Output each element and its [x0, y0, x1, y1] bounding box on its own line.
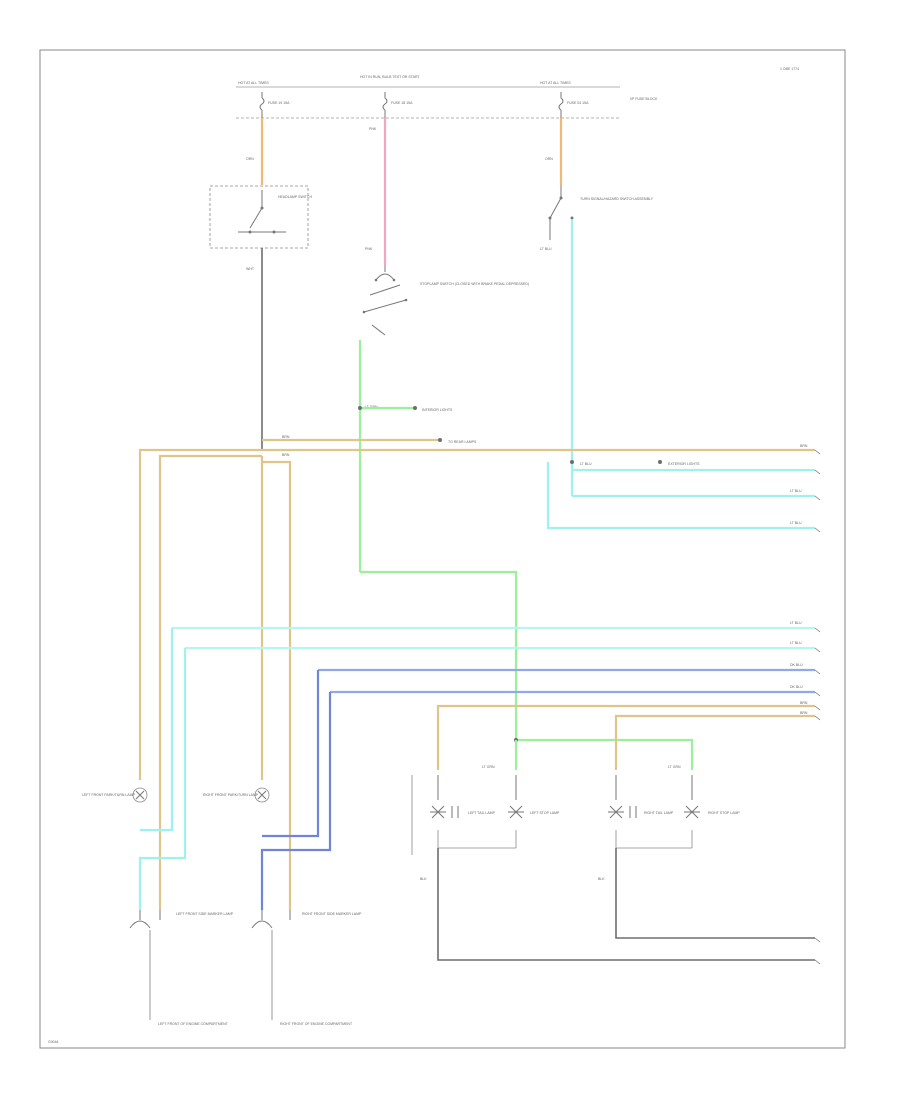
wire-blue-1b — [262, 670, 320, 838]
wire-tan-left-drop — [138, 448, 262, 780]
hot-label-mid: HOT IN RUN, BULB TEST OR START — [360, 75, 420, 79]
hazard-switch: TURN SIGNAL/HAZARD SWITCH ASSEMBLY — [548, 185, 654, 240]
stoplamp-switch: STOPLAMP SWITCH (CLOSED WITH BRAKE PEDAL… — [362, 265, 529, 336]
to-rear-lamps-label: TO REAR LAMPS — [448, 440, 477, 444]
ground-left-label: LEFT FRONT OF ENGINE COMPARTMENT — [158, 1022, 229, 1026]
ground-right-label: RIGHT FRONT OF ENGINE COMPARTMENT — [280, 1022, 353, 1026]
diagram-border — [39, 49, 846, 1049]
wire-label-h: BRN — [800, 701, 808, 705]
connector-ticks — [814, 449, 821, 965]
wire-label-e: LT BLU — [790, 521, 802, 525]
wire-label-a: BRN — [282, 435, 290, 439]
wire-label-turn-out: LT BLU — [540, 247, 552, 251]
left-rear-lamp-assembly: LEFT TAIL LAMP LEFT STOP LAMP — [411, 775, 560, 855]
wire-label-headlamp: WHT — [246, 267, 255, 271]
wire-label-j: BLK — [598, 877, 605, 881]
interior-lights-label: INTERIOR LIGHTS — [422, 408, 453, 412]
hot-label-right: HOT AT ALL TIMES — [540, 81, 571, 85]
hazard-switch-label: TURN SIGNAL/HAZARD SWITCH ASSEMBLY — [580, 197, 654, 201]
fuse-04-label: FUSE 04 15A — [567, 101, 589, 105]
wire-label-k: BLK — [420, 877, 427, 881]
fuse-block: HOT AT ALL TIMES HOT IN RUN, BULB TEST O… — [236, 75, 658, 119]
wire-label-f: LT BLU — [790, 621, 802, 625]
wire-label-top1: ORN — [246, 157, 254, 161]
wire-brn-right-tail — [614, 714, 815, 770]
wire-label-l: LT GRN — [482, 765, 495, 769]
wire-label-blue1: DK BLU — [790, 663, 803, 667]
wire-tan-left-drop2 — [158, 454, 262, 910]
fuse-18: FUSE 18 15A — [382, 92, 413, 118]
left-stop-label: LEFT STOP LAMP — [530, 811, 560, 815]
wire-label-c: LT BLU — [580, 462, 592, 466]
wire-brn-left-tail — [436, 704, 815, 770]
headlamp-switch: HEADLAMP SWITCH — [209, 185, 312, 249]
stoplamp-switch-label: STOPLAMP SWITCH (CLOSED WITH BRAKE PEDAL… — [420, 282, 529, 286]
fuse-19: FUSE 19 15A — [259, 92, 290, 118]
wire-label-m: LT GRN — [668, 765, 681, 769]
fuse-19-label: FUSE 19 15A — [268, 101, 290, 105]
left-front-park-lamp: LEFT FRONT PARK/TURN LAMP — [82, 787, 148, 803]
wire-label-top3: ORN — [545, 157, 553, 161]
page-id-ref: 1 OBE 1774 — [780, 67, 799, 71]
hot-label-left: HOT AT ALL TIMES — [238, 81, 269, 85]
wire-tan-right-drop2 — [262, 460, 292, 910]
right-front-park-lamp: RIGHT FRONT PARK/TURN LAMP — [203, 787, 270, 803]
wire-label-d: LT BLU — [790, 489, 802, 493]
wire-label-g: LT BLU — [790, 641, 802, 645]
wire-ltcyan-2b — [138, 648, 187, 910]
right-side-label: RIGHT FRONT SIDE MARKER LAMP — [302, 912, 362, 916]
footer-code: G0044 — [48, 1040, 59, 1044]
wire-label-i: BRN — [800, 711, 808, 715]
fuse-04: FUSE 04 15A — [558, 92, 589, 118]
wire-ltcyan-1b — [140, 628, 174, 832]
exterior-lights-label: EXTERIOR LIGHTS — [668, 462, 700, 466]
wire-blue-2b — [260, 692, 332, 910]
wire-cyan-right3 — [546, 462, 815, 530]
right-rear-lamp-assembly: RIGHT TAIL LAMP RIGHT STOP LAMP — [608, 775, 740, 849]
wire-blk-left — [437, 848, 815, 961]
wire-label-blue2: DK BLU — [790, 685, 803, 689]
fuse-18-label: FUSE 18 15A — [391, 101, 413, 105]
wire-blk-right — [615, 848, 815, 939]
right-stop-label: RIGHT STOP LAMP — [708, 811, 740, 815]
left-tail-label: LEFT TAIL LAMP — [468, 811, 496, 815]
fuse-block-label: I/P FUSE BLOCK — [630, 97, 658, 101]
wire-label-stop-in: PNK — [365, 247, 373, 251]
left-park-label: LEFT FRONT PARK/TURN LAMP — [82, 793, 136, 797]
left-side-label: LEFT FRONT SIDE MARKER LAMP — [176, 912, 234, 916]
wire-label-b: BRN — [282, 453, 290, 457]
right-front-side-marker: RIGHT FRONT SIDE MARKER LAMP — [251, 910, 362, 929]
wire-label-top2: PNK — [369, 127, 377, 131]
headlamp-switch-label: HEADLAMP SWITCH — [278, 195, 312, 199]
left-front-side-marker: LEFT FRONT SIDE MARKER LAMP — [129, 910, 234, 929]
right-tail-label: RIGHT TAIL LAMP — [644, 811, 674, 815]
right-park-label: RIGHT FRONT PARK/TURN LAMP — [203, 793, 259, 797]
wire-label-bus-right: BRN — [800, 444, 808, 448]
